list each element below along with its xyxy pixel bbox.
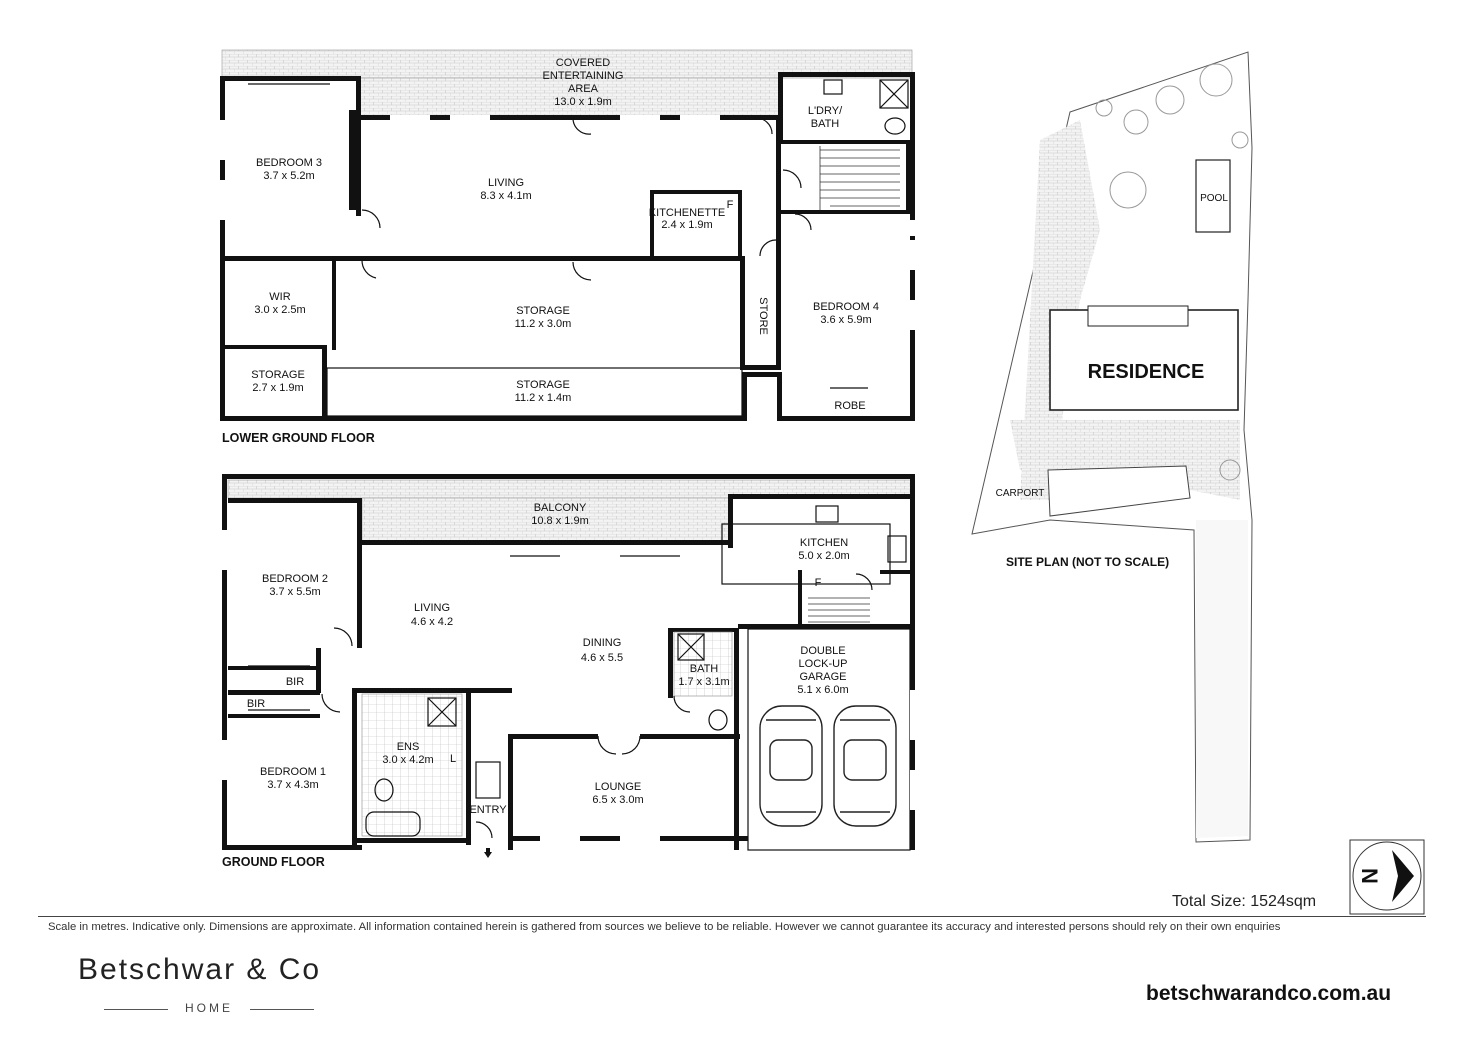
label-wir-dim: 3.0 x 2.5m (254, 304, 305, 316)
label-garage-3: GARAGE (799, 671, 846, 683)
label-kitchenette-dim: 2.4 x 1.9m (661, 219, 712, 231)
label-covered-dim: 13.0 x 1.9m (554, 96, 611, 108)
label-covered-2: ENTERTAINING (543, 70, 624, 82)
lower-stairs (819, 146, 900, 210)
label-storage-small-dim: 2.7 x 1.9m (252, 382, 303, 394)
label-dining-dim: 4.6 x 5.5 (581, 652, 623, 664)
label-storage-main-dim: 11.2 x 3.0m (515, 318, 572, 330)
label-living-lower-dim: 8.3 x 4.1m (480, 190, 531, 202)
entry-arrow-icon (484, 848, 492, 858)
disclaimer-text: Scale in metres. Indicative only. Dimens… (48, 921, 1281, 933)
site-plan-labels: RESIDENCE POOL CARPORT SITE PLAN (NOT TO… (996, 193, 1382, 884)
ground-floor-plan (222, 474, 915, 858)
ground-door-swings (321, 573, 873, 839)
label-bir-lower: BIR (247, 698, 265, 710)
label-garage-2: LOCK-UP (799, 658, 848, 670)
label-ensuite: ENS (397, 741, 420, 753)
north-arrow-icon (1352, 841, 1422, 911)
ground-floor-title: GROUND FLOOR (222, 855, 325, 869)
total-size: Total Size: 1524sqm (1172, 893, 1317, 910)
label-bath: BATH (690, 663, 719, 675)
site-plan-title: SITE PLAN (NOT TO SCALE) (1006, 555, 1169, 569)
label-laundry-1: L'DRY/ (808, 105, 843, 117)
bath-tiles (673, 631, 733, 697)
brand-line-right (250, 1009, 314, 1010)
site-plan (971, 51, 1425, 915)
label-living-ground: LIVING (414, 602, 450, 614)
website-link[interactable]: betschwarandco.com.au (1146, 982, 1392, 1005)
label-laundry-2: BATH (811, 118, 840, 130)
label-lounge: LOUNGE (595, 781, 641, 793)
label-living-ground-dim: 4.6 x 4.2 (411, 616, 453, 628)
label-storage-main: STORAGE (516, 305, 570, 317)
residence-footprint (1049, 309, 1239, 411)
label-balcony: BALCONY (534, 502, 587, 514)
garage-car-right (833, 705, 897, 827)
garage-car-left (759, 705, 823, 827)
label-kitchen-dim: 5.0 x 2.0m (798, 550, 849, 562)
label-bedroom-4: BEDROOM 4 (813, 301, 879, 313)
label-bath-dim: 1.7 x 3.1m (678, 676, 729, 688)
label-bir-upper: BIR (286, 676, 304, 688)
label-bedroom-1-dim: 3.7 x 4.3m (267, 779, 318, 791)
label-pool: POOL (1200, 193, 1228, 204)
label-storage-small: STORAGE (251, 369, 305, 381)
label-covered-1: COVERED (556, 57, 610, 69)
label-bedroom-2-dim: 3.7 x 5.5m (269, 586, 320, 598)
label-bedroom-3-dim: 3.7 x 5.2m (263, 170, 314, 182)
lower-ground-floor-plan (220, 49, 915, 421)
site-trees (1095, 63, 1249, 481)
label-carport: CARPORT (996, 488, 1045, 499)
pool-outline (1195, 159, 1231, 233)
label-entry: ENTRY (469, 804, 507, 816)
label-bedroom-3: BEDROOM 3 (256, 157, 322, 169)
label-fridge-lower: F (727, 199, 734, 211)
label-bedroom-4-dim: 3.6 x 5.9m (820, 314, 871, 326)
label-store: STORE (757, 297, 769, 335)
covered-area-paving-lower (359, 77, 781, 119)
label-residence: RESIDENCE (1088, 361, 1205, 383)
ground-stairs (808, 597, 870, 623)
label-covered-3: AREA (568, 83, 599, 95)
label-dining: DINING (583, 637, 622, 649)
label-living-lower: LIVING (488, 177, 524, 189)
lower-ground-floor-title: LOWER GROUND FLOOR (222, 431, 375, 445)
compass-letter: N (1357, 868, 1382, 884)
label-balcony-dim: 10.8 x 1.9m (531, 515, 588, 527)
label-garage-dim: 5.1 x 6.0m (797, 684, 848, 696)
label-lounge-dim: 6.5 x 3.0m (592, 794, 643, 806)
label-linen: L (450, 753, 456, 765)
label-robe: ROBE (834, 400, 865, 412)
label-wir: WIR (269, 291, 290, 303)
label-storage-long: STORAGE (516, 379, 570, 391)
label-kitchenette: KITCHENETTE (649, 207, 725, 219)
footer-divider (38, 916, 1426, 917)
label-fridge-ground: F (815, 577, 822, 589)
lower-ground-labels: COVERED ENTERTAINING AREA 13.0 x 1.9m L'… (222, 57, 879, 445)
ground-floor-labels: BALCONY 10.8 x 1.9m KITCHEN 5.0 x 2.0m F… (222, 502, 850, 869)
label-kitchen: KITCHEN (800, 537, 848, 549)
brand-logo-sub: HOME (185, 1001, 233, 1015)
label-bedroom-1: BEDROOM 1 (260, 766, 326, 778)
label-ensuite-dim: 3.0 x 4.2m (382, 754, 433, 766)
brand-line-left (104, 1009, 168, 1010)
lower-door-swings (361, 117, 812, 281)
brand-logo-name: Betschwar & Co (78, 953, 322, 986)
label-garage-1: DOUBLE (800, 645, 845, 657)
balcony-paving-lower (361, 497, 733, 543)
label-storage-long-dim: 11.2 x 1.4m (515, 392, 572, 404)
label-bedroom-2: BEDROOM 2 (262, 573, 328, 585)
